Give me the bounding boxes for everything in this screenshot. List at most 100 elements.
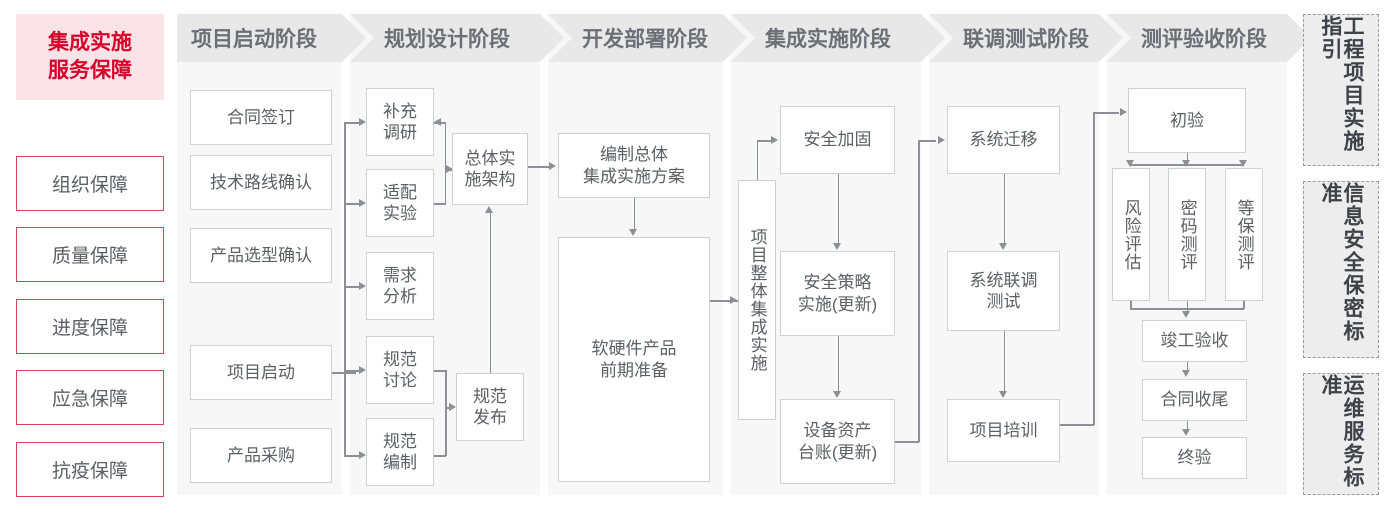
node-label-line2: 测试 xyxy=(986,292,1021,311)
connector-ledger-out xyxy=(895,441,919,443)
node-final-acceptance[interactable]: 终验 xyxy=(1142,437,1247,479)
standard-operation-maintenance-service[interactable]: 运维服务标准 xyxy=(1303,373,1379,495)
node-label-line2: 集成实施方案 xyxy=(583,166,685,186)
node-label-line1: 规范 xyxy=(383,431,417,451)
arrowhead-closeout xyxy=(1182,370,1190,377)
arrowhead-requirement xyxy=(359,281,366,290)
node-standard-drafting[interactable]: 规范 编制 xyxy=(366,418,434,486)
node-cryptography-evaluation[interactable]: 密码测评 xyxy=(1168,168,1206,301)
standard-label: 信息安全保密标准 xyxy=(1319,182,1365,343)
connector-policy-to-ledger xyxy=(837,336,839,392)
node-label-line2: 分析 xyxy=(383,287,417,306)
node-label: 项目整体集成实施 xyxy=(747,228,767,372)
connector-architecture-to-plan xyxy=(528,166,550,168)
node-system-integration-test[interactable]: 系统联调 测试 xyxy=(947,251,1060,331)
node-product-selection-confirm[interactable]: 产品选型确认 xyxy=(190,228,332,283)
connector-plan-to-prep xyxy=(633,198,635,230)
arrowhead-hardening xyxy=(771,135,778,144)
node-label: 密码测评 xyxy=(1177,198,1197,271)
guarantee-item-quality[interactable]: 质量保障 xyxy=(16,227,164,282)
standard-engineering-project-guide[interactable]: 工程项目实施指引 xyxy=(1303,14,1379,166)
node-label-line1: 安全策略 xyxy=(803,273,872,293)
node-label-line1: 设备资产 xyxy=(803,421,872,441)
guarantee-item-schedule[interactable]: 进度保障 xyxy=(16,299,164,354)
connector-test-to-training xyxy=(1003,331,1005,391)
connector-trunk-to-migration xyxy=(918,140,936,142)
arrowhead-preliminary xyxy=(1120,107,1127,116)
phase-header-3: 开发部署阶段 xyxy=(548,14,747,62)
guarantee-item-label: 应急保障 xyxy=(51,389,128,410)
node-preliminary-acceptance[interactable]: 初验 xyxy=(1128,88,1246,153)
connector-ledger-trunk xyxy=(918,140,920,442)
node-supplementary-research[interactable]: 补充 调研 xyxy=(366,88,434,156)
node-label: 合同收尾 xyxy=(1160,390,1229,410)
node-project-overall-integration[interactable]: 项目整体集成实施 xyxy=(738,180,776,420)
node-security-hardening[interactable]: 安全加固 xyxy=(780,106,895,174)
node-system-migration[interactable]: 系统迁移 xyxy=(947,106,1060,174)
node-classified-protection-evaluation[interactable]: 等保测评 xyxy=(1225,168,1263,301)
connector-branch-requirement xyxy=(344,286,360,288)
connector-drafting-out xyxy=(434,455,446,457)
node-contract-closeout[interactable]: 合同收尾 xyxy=(1142,379,1247,421)
node-project-training[interactable]: 项目培训 xyxy=(947,399,1060,462)
guarantee-title-line1: 集成实施 xyxy=(48,30,132,54)
node-label: 项目培训 xyxy=(969,420,1038,440)
node-label-line2: 发布 xyxy=(473,408,507,427)
phase-header-label: 项目启动阶段 xyxy=(191,28,317,51)
connector-hardening-to-policy xyxy=(837,174,839,244)
guarantee-item-epidemic[interactable]: 抗疫保障 xyxy=(16,442,164,497)
arrowhead-training xyxy=(999,391,1007,398)
arrowhead-risk xyxy=(1126,160,1134,167)
node-label-line2: 台账(更新) xyxy=(797,442,878,462)
node-completion-acceptance[interactable]: 竣工验收 xyxy=(1142,320,1247,362)
connector-risk-down xyxy=(1130,301,1132,309)
node-risk-assessment[interactable]: 风险评估 xyxy=(1112,168,1150,301)
node-label: 安全加固 xyxy=(803,130,872,150)
connector-branch-research xyxy=(344,122,360,124)
guarantee-item-emergency[interactable]: 应急保障 xyxy=(16,370,164,425)
connector-classified-down xyxy=(1243,301,1245,309)
arrowhead-final xyxy=(1182,429,1190,436)
phase-header-2: 规划设计阶段 xyxy=(350,14,564,62)
node-label-line1: 适配 xyxy=(383,182,417,202)
node-label-line2: 编制 xyxy=(383,453,417,472)
connector-standard-merge-to-release xyxy=(445,407,450,409)
arrowhead-migration xyxy=(938,135,945,144)
phase-header-label: 开发部署阶段 xyxy=(582,28,708,51)
arrowhead-policy xyxy=(833,243,841,250)
guarantee-item-label: 质量保障 xyxy=(51,246,128,267)
node-label: 产品选型确认 xyxy=(210,245,312,265)
node-hardware-software-preparation[interactable]: 软硬件产品 前期准备 xyxy=(558,237,710,482)
node-standard-discussion[interactable]: 规范 讨论 xyxy=(366,336,434,404)
node-standard-release[interactable]: 规范 发布 xyxy=(456,373,524,441)
node-label: 项目启动 xyxy=(227,362,295,382)
node-label: 风险评估 xyxy=(1121,198,1141,271)
phase-header-label: 集成实施阶段 xyxy=(765,28,891,51)
node-adaptation-experiment[interactable]: 适配 实验 xyxy=(366,169,434,237)
node-label: 技术路线确认 xyxy=(210,172,312,192)
node-label: 等保测评 xyxy=(1234,198,1254,271)
phase-header-label: 联调测试阶段 xyxy=(963,28,1089,51)
standard-information-security-confidentiality[interactable]: 信息安全保密标准 xyxy=(1303,181,1379,358)
node-security-policy-implementation[interactable]: 安全策略 实施(更新) xyxy=(780,251,895,336)
node-equipment-asset-ledger[interactable]: 设备资产 台账(更新) xyxy=(780,399,895,484)
node-project-kickoff[interactable]: 项目启动 xyxy=(190,345,332,400)
connector-branch-drafting xyxy=(344,455,360,457)
node-label-line2: 调研 xyxy=(383,123,417,142)
phase-header-label: 规划设计阶段 xyxy=(384,28,510,51)
arrowhead-standard-release xyxy=(449,402,456,411)
node-label-line2: 施架构 xyxy=(464,170,516,189)
phase-header-6: 测评验收阶段 xyxy=(1107,14,1311,62)
node-draft-overall-integration-plan[interactable]: 编制总体 集成实施方案 xyxy=(558,133,710,198)
node-label-line1: 需求 xyxy=(383,265,417,285)
node-label: 初验 xyxy=(1170,110,1204,130)
node-product-procurement[interactable]: 产品采购 xyxy=(190,428,332,483)
guarantee-item-organization[interactable]: 组织保障 xyxy=(16,156,164,211)
node-contract-signing[interactable]: 合同签订 xyxy=(190,90,332,145)
node-label-line1: 补充 xyxy=(383,101,417,121)
connector-standard-merge-vertical xyxy=(445,370,447,456)
connector-trunk-to-preliminary xyxy=(1093,112,1119,114)
node-overall-implementation-architecture[interactable]: 总体实 施架构 xyxy=(452,133,528,205)
node-tech-route-confirm[interactable]: 技术路线确认 xyxy=(190,155,332,210)
node-requirement-analysis[interactable]: 需求 分析 xyxy=(366,252,434,320)
